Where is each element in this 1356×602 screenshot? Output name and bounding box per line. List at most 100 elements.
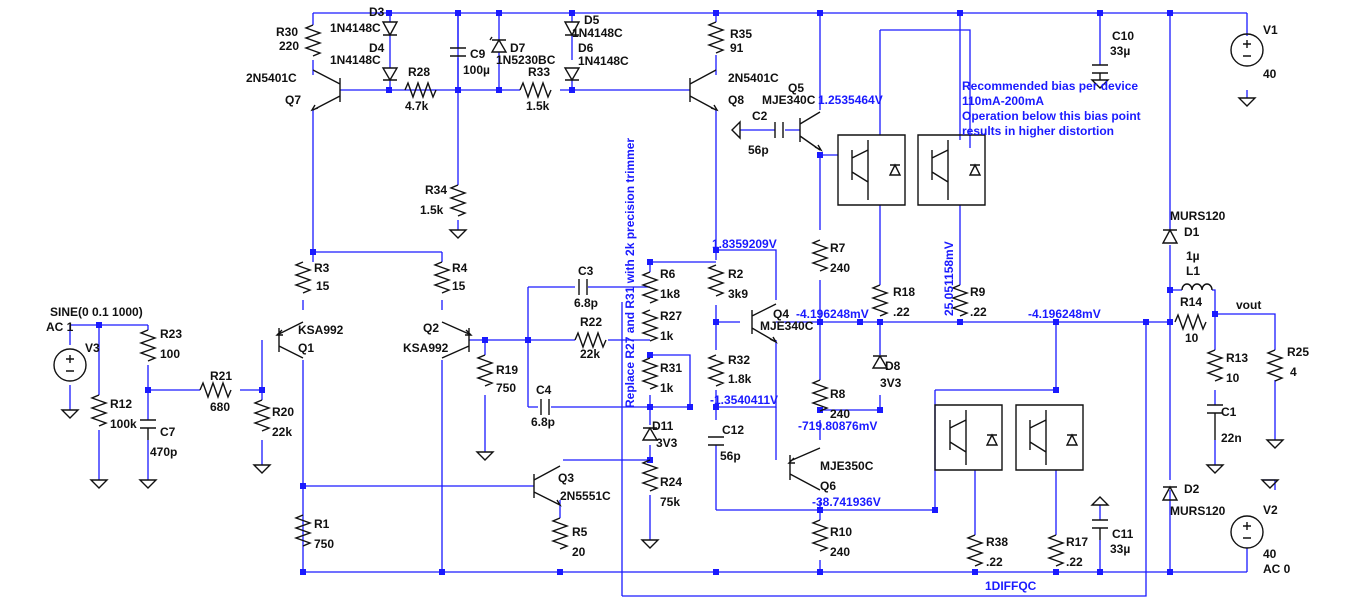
note-bias-line1: Recommended bias per device	[962, 79, 1138, 93]
resistor-r20	[252, 399, 272, 432]
transistors	[275, 69, 823, 507]
label-c11v: 33µ	[1110, 542, 1130, 556]
resistor-r31	[640, 357, 660, 390]
capacitor-c4	[540, 399, 550, 415]
label-r5: R5	[572, 525, 588, 539]
resistor-r1	[293, 514, 313, 547]
label-c7: C7	[160, 425, 176, 439]
diodes	[381, 21, 1179, 501]
node-voltages: 1.2535464V 1.8359209V -4.196248mV -4.196…	[710, 93, 1101, 509]
label-q2: Q2	[423, 321, 439, 335]
resistors	[89, 21, 1285, 567]
label-c4v: 6.8p	[531, 415, 555, 429]
wires	[69, 12, 1276, 597]
label-c2: C2	[752, 109, 768, 123]
resistor-r17	[1046, 534, 1066, 567]
output-device-top-2	[917, 134, 986, 206]
label-q1: Q1	[298, 341, 314, 355]
voltage-q4-emitter: -1.3540411V	[710, 393, 778, 407]
label-r2: R2	[728, 267, 744, 281]
label-r24: R24	[660, 475, 682, 489]
capacitor-c10	[1092, 64, 1108, 80]
label-r6: R6	[660, 267, 676, 281]
resistor-r3	[293, 261, 313, 294]
label-q5: Q5	[788, 81, 804, 95]
label-r17v: .22	[1066, 555, 1083, 569]
diode-d4	[381, 67, 399, 82]
label-q4: Q4	[773, 307, 789, 321]
label-c3v: 6.8p	[574, 296, 598, 310]
label-q4p: MJE340C	[760, 319, 814, 333]
label-r38: R38	[986, 535, 1008, 549]
label-r27: R27	[660, 309, 682, 323]
label-c3: C3	[578, 264, 594, 278]
label-r30v: 220	[279, 39, 299, 53]
label-c2v: 56p	[748, 143, 769, 157]
label-c12: C12	[722, 423, 744, 437]
label-v2v: 40	[1263, 547, 1277, 561]
label-r3: R3	[314, 261, 330, 275]
resistor-r18	[870, 284, 890, 317]
diode-d3	[381, 21, 399, 37]
label-q6p: MJE350C	[820, 459, 874, 473]
label-r4v: 15	[452, 279, 466, 293]
resistor-r34	[448, 184, 468, 217]
label-c12v: 56p	[720, 449, 741, 463]
capacitor-c3	[578, 279, 588, 295]
resistor-r19	[475, 354, 495, 387]
capacitor-c11	[1092, 519, 1108, 540]
label-r32v: 1.8k	[728, 372, 752, 386]
label-diff: 1DIFFQC	[985, 579, 1037, 593]
label-v2: V2	[1263, 503, 1278, 517]
label-r34v: 1.5k	[420, 203, 444, 217]
label-r25: R25	[1287, 345, 1309, 359]
label-r10: R10	[830, 525, 852, 539]
note-bias-line4: results in higher distortion	[962, 124, 1114, 138]
transistor-q8	[689, 69, 719, 112]
label-r27v: 1k	[660, 329, 674, 343]
label-c1: C1	[1221, 405, 1237, 419]
label-r34: R34	[425, 183, 447, 197]
resistor-r35	[706, 21, 726, 54]
capacitor-c12	[708, 436, 724, 446]
transistor-q2	[441, 321, 473, 359]
label-d8: D8	[885, 359, 901, 373]
resistor-r23	[138, 329, 158, 362]
label-r18: R18	[893, 285, 915, 299]
label-v1: V1	[1263, 23, 1278, 37]
label-r18v: .22	[893, 305, 910, 319]
label-r2v: 3k9	[728, 287, 748, 301]
resistor-r13	[1205, 349, 1225, 382]
label-r12: R12	[110, 397, 132, 411]
output-device-bot-2	[1015, 404, 1084, 471]
resistor-r6	[640, 271, 660, 304]
capacitor-c2	[774, 122, 784, 138]
label-r31: R31	[660, 361, 682, 375]
label-q3: Q3	[558, 471, 574, 485]
resistor-r2	[706, 264, 726, 297]
label-r28: R28	[408, 65, 430, 79]
voltage-out-b: -4.196248mV	[1028, 307, 1101, 321]
label-c4: C4	[536, 383, 552, 397]
label-d3v: 1N4148C	[330, 21, 381, 35]
resistor-r30	[303, 24, 323, 57]
source-v3	[53, 348, 87, 382]
note-bias-line2: 110mA-200mA	[962, 94, 1044, 108]
diode-d7	[489, 36, 508, 53]
label-v3: V3	[85, 341, 100, 355]
resistor-r33	[519, 80, 552, 100]
label-r8v: 240	[830, 407, 850, 421]
label-r1: R1	[314, 517, 330, 531]
diode-d1	[1161, 228, 1179, 244]
label-d1v: MURS120	[1170, 209, 1226, 223]
label-r21v: 680	[210, 400, 230, 414]
label-d11v: 3V3	[656, 436, 678, 450]
output-device-bot-1	[934, 404, 1003, 471]
transistor-q3	[533, 465, 562, 507]
label-d7v: 1N5230BC	[496, 53, 556, 67]
voltage-q5-base: 1.2535464V	[818, 93, 883, 107]
label-r20v: 22k	[272, 425, 292, 439]
label-c1v: 22n	[1221, 431, 1242, 445]
label-r13: R13	[1226, 351, 1248, 365]
